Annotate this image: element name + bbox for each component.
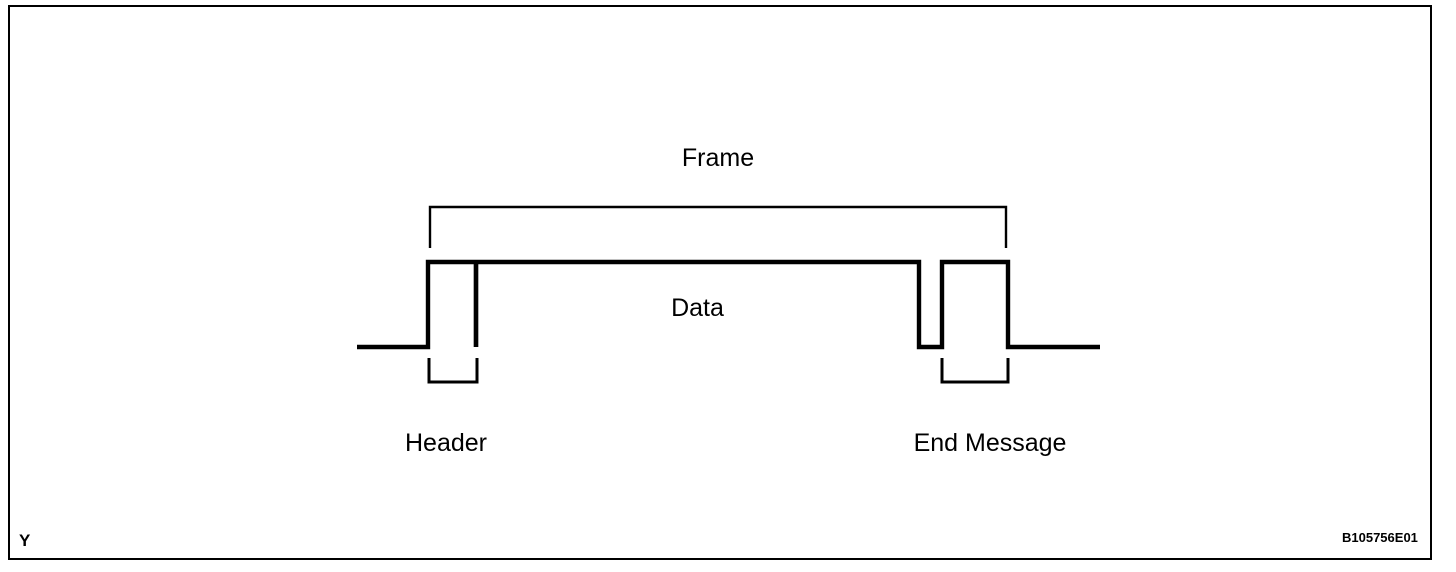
sheet-mark: Y — [19, 531, 31, 550]
header-label: Header — [405, 429, 487, 457]
frame-bracket — [428, 205, 1008, 248]
end-message-bracket — [940, 358, 1010, 384]
figure-code: B105756E01 — [1342, 530, 1418, 545]
end-message-label: End Message — [913, 429, 1067, 457]
signal-waveform — [357, 259, 1100, 350]
data-label: Data — [671, 294, 724, 322]
frame-label: Frame — [681, 144, 755, 172]
header-bracket — [427, 358, 479, 384]
figure-border — [8, 5, 1432, 560]
